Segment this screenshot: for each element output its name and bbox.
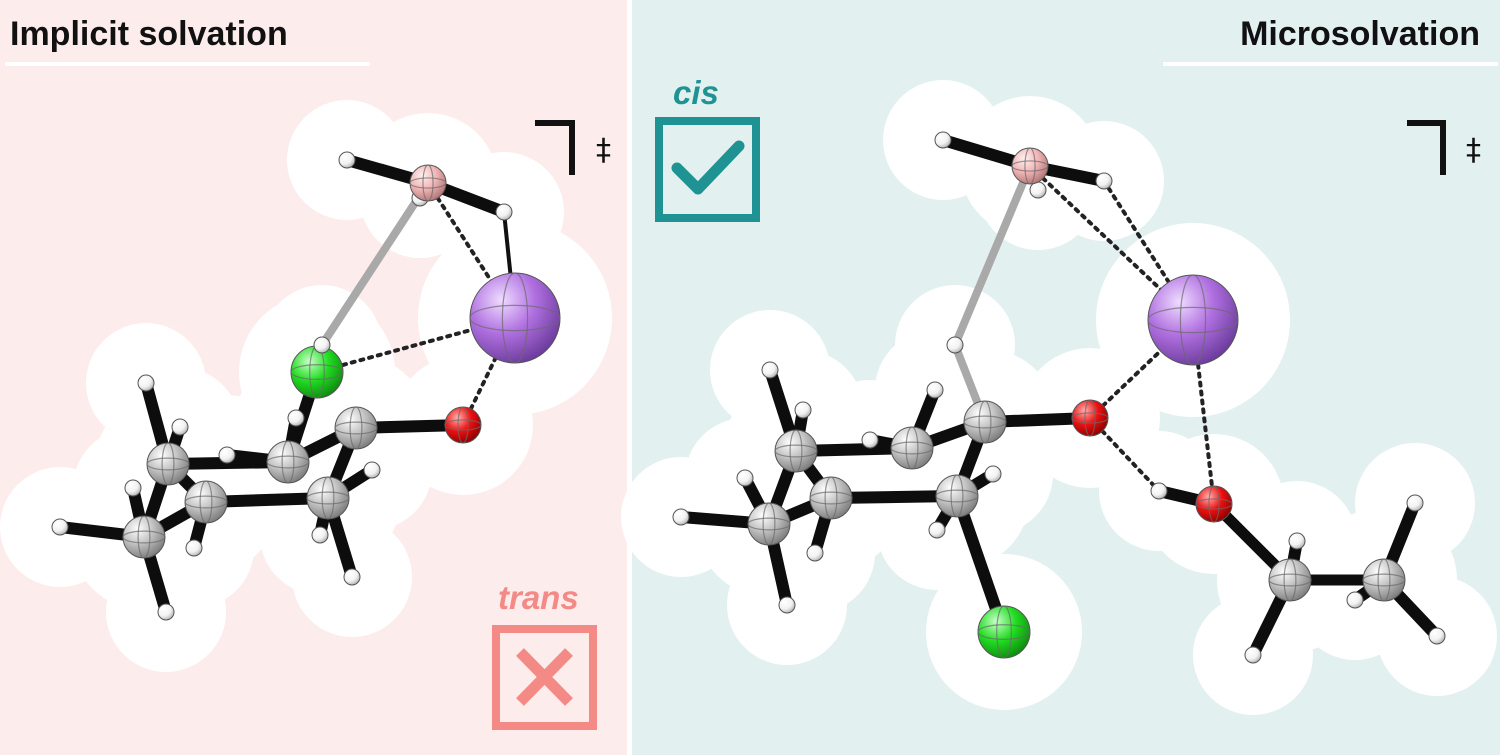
carbon-atom bbox=[935, 474, 979, 518]
ts-bracket-right: ‡ bbox=[1407, 120, 1481, 175]
hydrogen-atom bbox=[1095, 172, 1113, 190]
carbon-atom bbox=[774, 429, 818, 473]
hydrogen-atom bbox=[928, 521, 946, 539]
hydrogen-atom bbox=[984, 465, 1002, 483]
hydrogen-atom bbox=[736, 469, 754, 487]
chlorine-atom bbox=[977, 605, 1031, 659]
boron-atom bbox=[1011, 147, 1049, 185]
hydrogen-atom bbox=[1406, 494, 1424, 512]
hydrogen-atom bbox=[672, 508, 690, 526]
atoms-left bbox=[51, 151, 561, 621]
chlorine-atom bbox=[290, 345, 344, 399]
hydrogen-atom bbox=[934, 131, 952, 149]
hydrogen-atom bbox=[926, 381, 944, 399]
hydrogen-atom bbox=[313, 336, 331, 354]
hydrogen-atom bbox=[311, 526, 329, 544]
hydrogen-atom bbox=[157, 603, 175, 621]
hydrogen-atom bbox=[171, 418, 189, 436]
hydrogen-atom bbox=[794, 401, 812, 419]
hydrogen-atom bbox=[1428, 627, 1446, 645]
hydrogen-atom bbox=[1150, 482, 1168, 500]
hydrogen-atom bbox=[1029, 181, 1047, 199]
carbon-atom bbox=[1268, 558, 1312, 602]
atoms-right bbox=[672, 131, 1446, 664]
check-mark-icon bbox=[655, 117, 760, 222]
verdict-label-trans: trans bbox=[498, 579, 579, 616]
hydrogen-bond-dotted bbox=[1028, 164, 1195, 322]
oxygen-atom bbox=[1071, 399, 1109, 437]
hydrogen-atom bbox=[761, 361, 779, 379]
ts-bracket-left: ‡ bbox=[535, 120, 611, 175]
hydrogen-atom bbox=[363, 461, 381, 479]
hydrogen-atom bbox=[861, 431, 879, 449]
title-underline-left bbox=[5, 62, 370, 66]
carbon-atom bbox=[890, 426, 934, 470]
hydrogen-atom bbox=[124, 479, 142, 497]
boron-atom bbox=[409, 164, 447, 202]
hydrogen-atom bbox=[1288, 532, 1306, 550]
hydrogen-atom bbox=[185, 539, 203, 557]
carbon-atom bbox=[334, 406, 378, 450]
lithium-atom bbox=[469, 272, 561, 364]
panel-title-implicit-solvation: Implicit solvation bbox=[10, 15, 288, 53]
partial-bond bbox=[318, 180, 432, 348]
hydrogen-atom bbox=[495, 203, 513, 221]
hydrogen-atom bbox=[218, 446, 236, 464]
carbon-atom bbox=[1362, 558, 1406, 602]
carbon-atom bbox=[184, 480, 228, 524]
carbon-atom bbox=[266, 440, 310, 484]
carbon-atom bbox=[963, 400, 1007, 444]
carbon-atom bbox=[747, 502, 791, 546]
cross-mark-icon bbox=[492, 625, 597, 730]
carbon-atom bbox=[306, 476, 350, 520]
verdict-label-cis: cis bbox=[673, 74, 719, 111]
hydrogen-atom bbox=[1346, 591, 1364, 609]
partial-bond bbox=[951, 164, 1034, 347]
panel-divider bbox=[627, 0, 632, 755]
title-underline-right bbox=[1163, 62, 1498, 66]
oxygen-atom bbox=[1195, 485, 1233, 523]
hydrogen-atom bbox=[946, 336, 964, 354]
carbon-atom bbox=[146, 442, 190, 486]
oxygen-atom bbox=[444, 406, 482, 444]
panel-title-microsolvation: Microsolvation bbox=[1240, 15, 1480, 53]
hydrogen-atom bbox=[343, 568, 361, 586]
hydrogen-atom bbox=[137, 374, 155, 392]
hydrogen-atom bbox=[778, 596, 796, 614]
double-dagger-left: ‡ bbox=[596, 133, 611, 168]
lithium-atom bbox=[1147, 274, 1239, 366]
hydrogen-atom bbox=[51, 518, 69, 536]
hydrogen-atom bbox=[806, 544, 824, 562]
hydrogen-atom bbox=[287, 409, 305, 427]
double-dagger-right: ‡ bbox=[1466, 133, 1481, 168]
hydrogen-atom bbox=[1244, 646, 1262, 664]
carbon-atom bbox=[809, 476, 853, 520]
carbon-atom bbox=[122, 515, 166, 559]
hydrogen-atom bbox=[338, 151, 356, 169]
